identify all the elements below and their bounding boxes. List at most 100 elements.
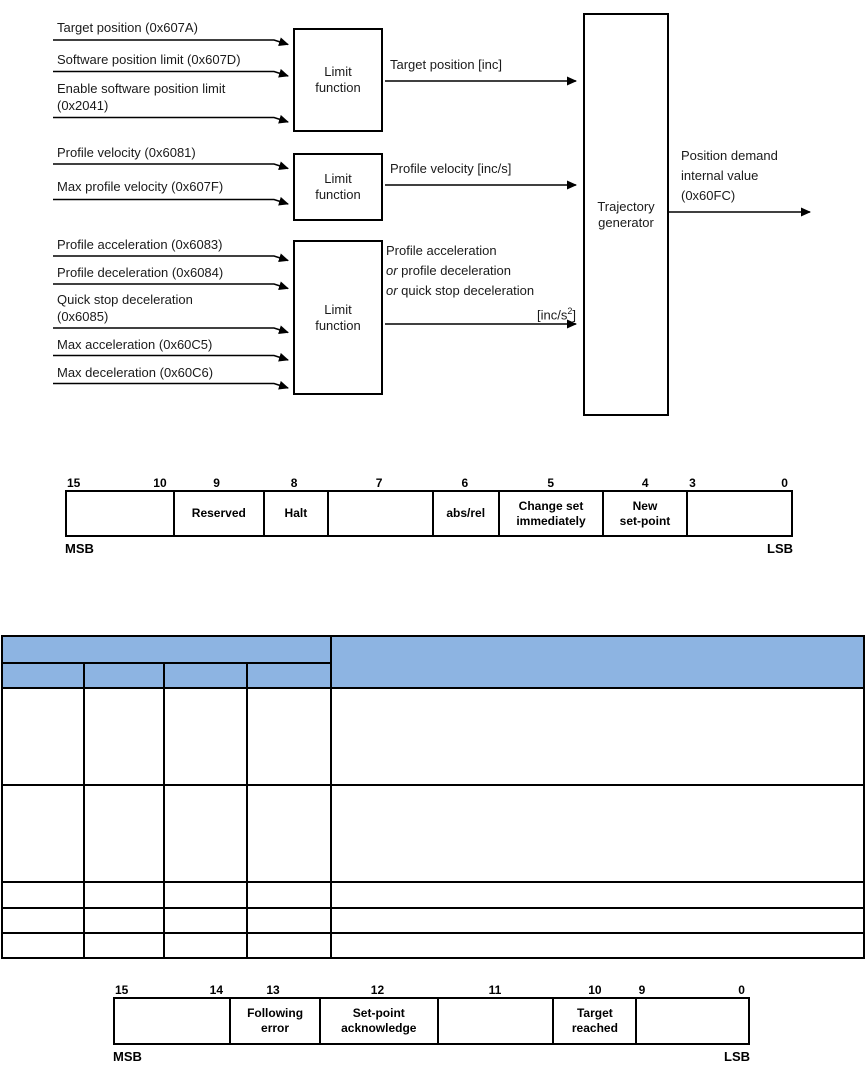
limit-function-box-3: Limit function (293, 240, 383, 395)
bit-cell-following-error: Following error (229, 999, 319, 1043)
bit-number-9: 9 (638, 983, 646, 997)
blank-data-table (1, 635, 865, 959)
label-profile-velocity-inc: Profile velocity [inc/s] (390, 161, 512, 176)
bit-number-10: 10 (153, 476, 167, 490)
label-accel-unit: [inc/s2] (537, 306, 576, 323)
controlword-bitfield: 15 10 9 8 7 6 5 4 3 0 Reserved Halt abs/… (65, 474, 793, 556)
statusword-msb-lsb: MSB LSB (113, 1049, 750, 1064)
table-cell (246, 784, 332, 883)
arrow-target-position (53, 37, 289, 47)
table-cell (83, 687, 165, 786)
bit-number-0: 0 (738, 983, 745, 997)
table-header-cell (1, 662, 85, 689)
bit-number-5: 5 (547, 476, 555, 490)
label-acceleration-group: Profile acceleration or profile decelera… (386, 241, 576, 325)
bit-number-13: 13 (266, 983, 280, 997)
controlword-bit-numbers: 15 10 9 8 7 6 5 4 3 0 (65, 474, 793, 490)
controlword-msb-lsb: MSB LSB (65, 541, 793, 556)
table-header-row-2 (1, 662, 864, 689)
limit-function-box-1: Limit function (293, 28, 383, 132)
table-row (1, 687, 865, 786)
trajectory-generator-box: Trajectory generator (583, 13, 669, 416)
table-cell (246, 881, 332, 909)
table-cell (163, 784, 248, 883)
input-label-quick-stop-deceleration: Quick stop deceleration (0x6085) (57, 292, 193, 324)
table-cell (330, 932, 865, 959)
bit-cell-target-reached: Target reached (552, 999, 635, 1043)
bit-number-cell: 6 (432, 474, 499, 490)
bit-number-cell: 11 (437, 981, 553, 997)
bit-number-cell: 8 (262, 474, 327, 490)
input-label-max-acceleration: Max acceleration (0x60C5) (57, 337, 213, 352)
input-label-enable-software-position-limit: Enable software position limit (0x2041) (57, 81, 226, 113)
bit-number-cell: 3 0 (687, 474, 793, 490)
bit-cell-15-10 (67, 492, 173, 535)
msb-label: MSB (113, 1049, 142, 1064)
table-header-row-1 (1, 635, 865, 689)
table-row (1, 784, 865, 883)
table-cell (330, 881, 865, 909)
table-cell (1, 784, 85, 883)
table-cell (330, 687, 865, 786)
arrow-max-profile-velocity (53, 196, 289, 206)
bit-number-6: 6 (461, 476, 469, 490)
limit-function-box-2: Limit function (293, 153, 383, 221)
table-cell (83, 932, 165, 959)
table-cell (330, 907, 865, 934)
bit-number-10: 10 (588, 983, 602, 997)
bit-cell-halt: Halt (262, 492, 328, 535)
table-cell (330, 784, 865, 883)
label-target-position-inc: Target position [inc] (390, 57, 503, 72)
input-label-profile-deceleration: Profile deceleration (0x6084) (57, 265, 224, 280)
table-cell (83, 907, 165, 934)
limit-function-label: Limit function (315, 171, 361, 202)
table-row (1, 907, 865, 934)
bit-cell-3-0 (685, 492, 791, 535)
label-accel-line2: or profile deceleration (386, 263, 512, 278)
table-cell (1, 907, 85, 934)
limit-function-label: Limit function (315, 301, 361, 333)
bit-cell-change-set-immediately: Change set immediately (497, 492, 602, 535)
table-cell (1, 687, 85, 786)
input-label-software-position-limit: Software position limit (0x607D) (57, 52, 241, 67)
bit-number-cell: 12 (318, 981, 437, 997)
bit-number-cell: 15 10 (65, 474, 172, 490)
table-cell (1, 932, 85, 959)
arrow-profile-velocity (53, 161, 289, 171)
bit-number-cell: 9 0 (637, 981, 750, 997)
input-label-max-deceleration: Max deceleration (0x60C6) (57, 365, 214, 380)
table-cell (246, 907, 332, 934)
bit-number-cell: 13 (228, 981, 318, 997)
table-header-cell (246, 662, 332, 689)
input-label-profile-acceleration: Profile acceleration (0x6083) (57, 237, 223, 252)
bit-number-8: 8 (290, 476, 298, 490)
table-row (1, 932, 865, 959)
bit-number-3: 3 (689, 476, 696, 490)
bit-number-7: 7 (375, 476, 383, 490)
arrow-software-position-limit (53, 68, 289, 78)
bit-number-15: 15 (115, 983, 129, 997)
bit-cell-11 (436, 999, 553, 1043)
table-cell (163, 687, 248, 786)
table-header-cell (163, 662, 248, 689)
bit-number-cell: 7 (327, 474, 432, 490)
bit-cell-new-set-point: New set-point (602, 492, 686, 535)
bit-number-4: 4 (641, 476, 649, 490)
trajectory-generator-label: Trajectory generator (597, 198, 655, 230)
table-row (1, 881, 865, 909)
statusword-cells: Following error Set-point acknowledge Ta… (113, 997, 750, 1045)
lsb-label: LSB (767, 541, 793, 556)
bit-cell-abs-rel: abs/rel (431, 492, 498, 535)
bit-cell-7 (327, 492, 431, 535)
label-position-demand-output: Position demand internal value (0x60FC) (681, 148, 778, 203)
table-cell (163, 907, 248, 934)
arrow-quick-stop-deceleration (53, 325, 289, 335)
bit-number-cell: 5 (498, 474, 603, 490)
arrow-profile-deceleration (53, 281, 289, 291)
limit-function-label: Limit function (315, 64, 361, 95)
input-label-profile-velocity: Profile velocity (0x6081) (57, 145, 196, 160)
table-cell (246, 687, 332, 786)
bit-number-11: 11 (488, 983, 502, 997)
msb-label: MSB (65, 541, 94, 556)
